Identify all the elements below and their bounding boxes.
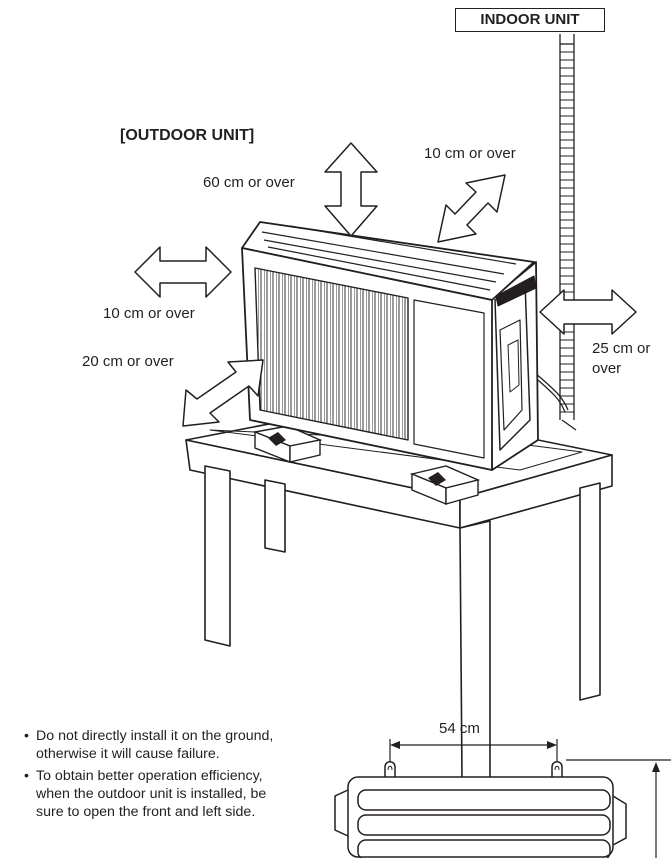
note-item: Do not directly install it on the ground… <box>22 727 342 763</box>
left-clearance-label: 10 cm or over <box>103 305 195 322</box>
indoor-unit-label: INDOOR UNIT <box>455 8 605 32</box>
installation-notes: Do not directly install it on the ground… <box>22 727 342 825</box>
left-clearance-arrow <box>134 246 232 298</box>
mounting-feet <box>252 425 481 506</box>
right-clearance-label-line1: 25 cm or <box>592 340 651 357</box>
note-line: Do not directly install it on the ground… <box>36 728 274 744</box>
front-clearance-label: 20 cm or over <box>82 353 174 370</box>
note-item: To obtain better operation efficiency, w… <box>22 767 342 821</box>
dimension-lines <box>389 739 671 858</box>
rear-clearance-arrow <box>437 174 506 243</box>
top-clearance-arrow <box>324 142 378 237</box>
refrigerant-pipe <box>533 34 577 431</box>
outdoor-unit-label: [OUTDOOR UNIT] <box>120 127 255 144</box>
top-clearance-label: 60 cm or over <box>203 174 295 191</box>
note-line: otherwise it will cause failure. <box>36 746 220 762</box>
front-clearance-arrow <box>182 359 264 427</box>
right-clearance-label-line2: over <box>592 360 622 377</box>
note-line: sure to open the front and left side. <box>36 804 256 820</box>
note-line: when the outdoor unit is installed, be <box>36 786 267 802</box>
rear-clearance-label: 10 cm or over <box>424 145 516 162</box>
right-clearance-arrow <box>539 289 637 335</box>
mount-width-label: 54 cm <box>439 720 480 737</box>
note-line: To obtain better operation efficiency, <box>36 768 263 784</box>
clearance-arrows <box>134 142 637 427</box>
